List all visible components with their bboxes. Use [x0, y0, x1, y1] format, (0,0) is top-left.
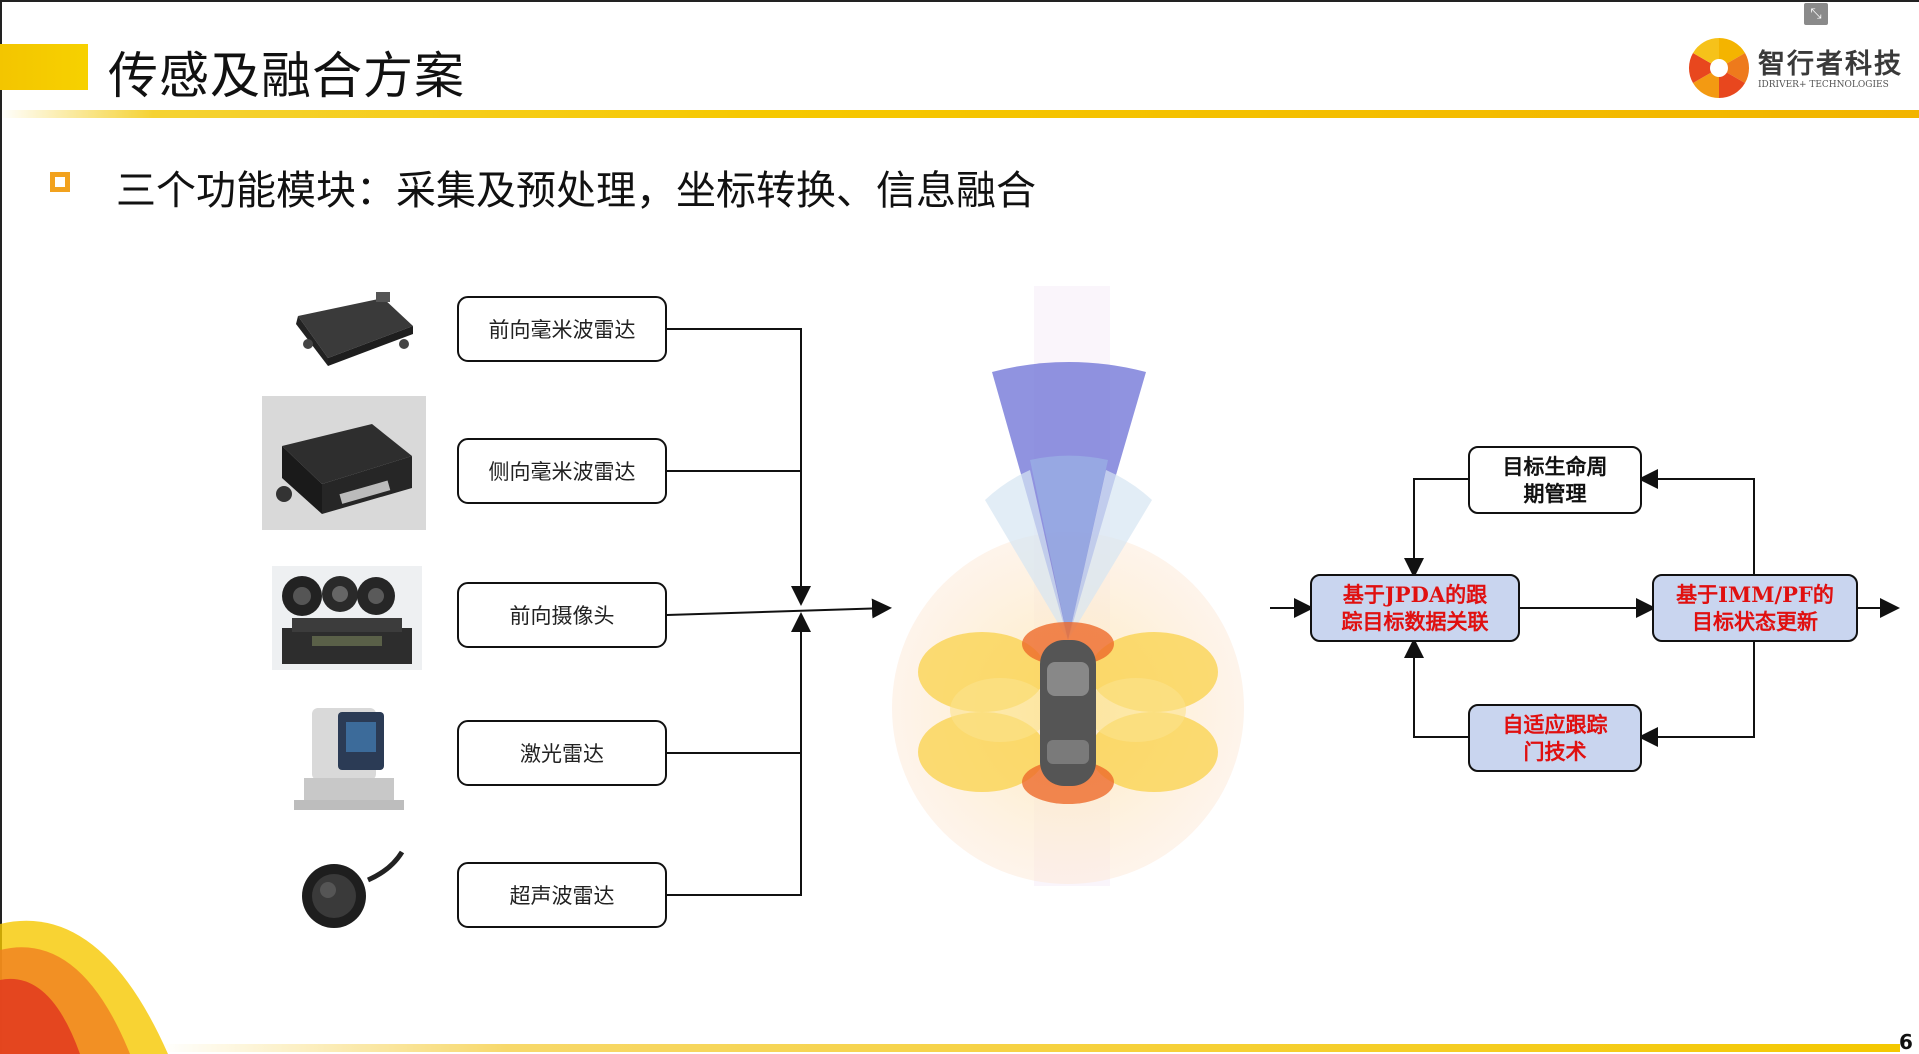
- radar-module-icon: [296, 292, 413, 366]
- sensor-side-radar: 侧向毫米波雷达: [457, 438, 667, 504]
- lidar-icon: [294, 708, 404, 810]
- logo-name: 智行者科技: [1758, 49, 1903, 80]
- stereo-camera-icon: [272, 566, 422, 670]
- vehicle-coverage-illustration: [892, 286, 1244, 886]
- minimize-icon[interactable]: ⤡: [1804, 3, 1828, 25]
- logo-flower-icon: [1688, 37, 1750, 99]
- slide-frame-top: [0, 0, 1919, 2]
- box-jpda-association: 基于JPDA的跟 踪目标数据关联: [1310, 574, 1520, 642]
- slide-frame-left: [0, 0, 2, 1054]
- bullet-square-icon: [50, 172, 70, 192]
- slide-title: 传感及融合方案: [108, 47, 465, 105]
- page-number: 6: [1899, 1030, 1913, 1054]
- sensor-ultrasonic: 超声波雷达: [457, 862, 667, 928]
- radar-box-icon: [262, 396, 426, 530]
- title-accent-bar: [0, 44, 88, 90]
- box-adaptive-gating: 自适应跟踪 门技术: [1468, 704, 1642, 772]
- decorative-corner-swirl: [0, 920, 168, 1054]
- sensor-front-camera: 前向摄像头: [457, 582, 667, 648]
- box-target-lifecycle: 目标生命周 期管理: [1468, 446, 1642, 514]
- footer-line: [160, 1044, 1900, 1052]
- slide-subtitle: 三个功能模块：采集及预处理，坐标转换、信息融合: [116, 168, 1036, 214]
- company-logo: 智行者科技 IDRIVER+ TECHNOLOGIES: [1688, 34, 1908, 104]
- logo-subtitle: IDRIVER+ TECHNOLOGIES: [1758, 80, 1889, 90]
- box-imm-pf-update: 基于IMM/PF的 目标状态更新: [1652, 574, 1858, 642]
- sensor-front-radar: 前向毫米波雷达: [457, 296, 667, 362]
- ultrasonic-sensor-icon: [302, 850, 405, 928]
- sensor-lidar: 激光雷达: [457, 720, 667, 786]
- title-underline: [0, 110, 1919, 118]
